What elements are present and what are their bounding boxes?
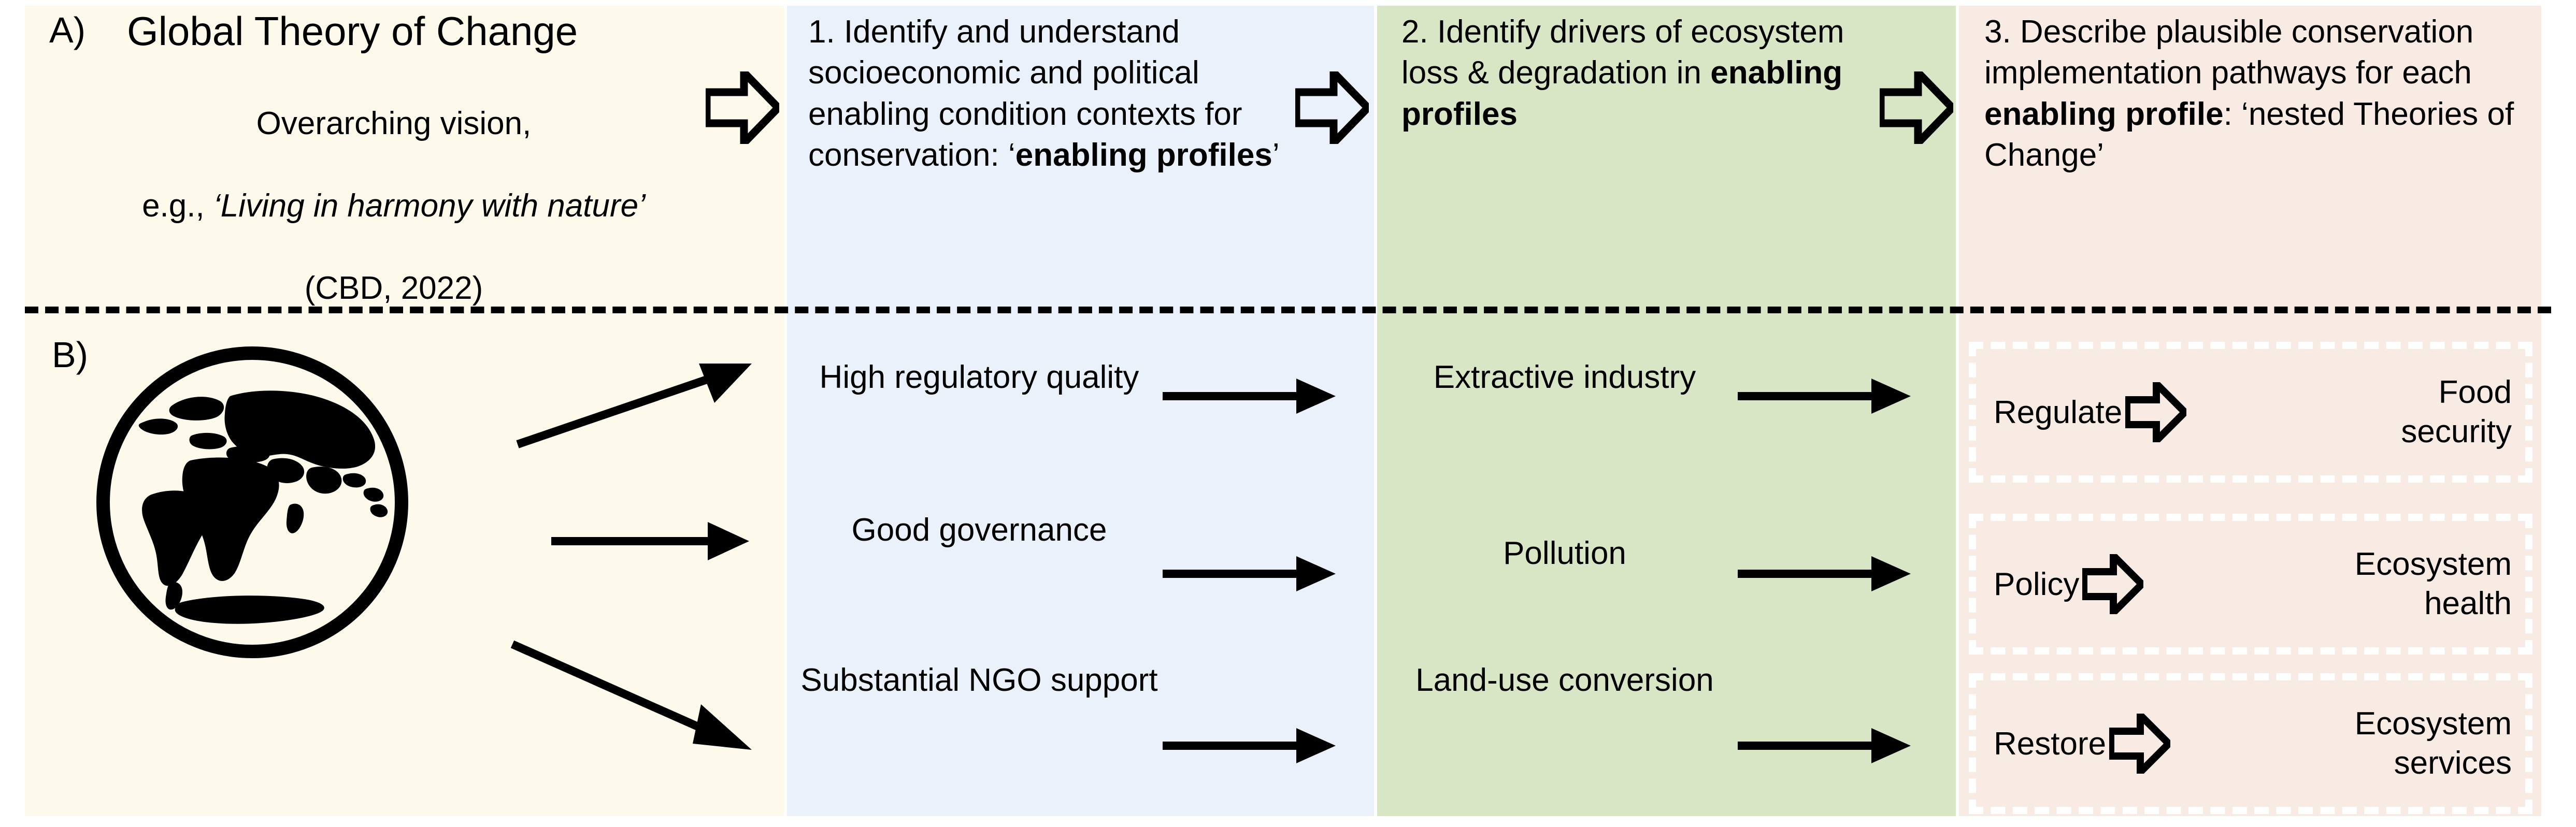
pathway-outcome: Ecosystem services [2354, 706, 2512, 781]
solid-right-arrow-icon [1161, 725, 1337, 766]
solid-right-arrow-icon [549, 518, 751, 564]
dashed-row-divider [25, 307, 2551, 313]
hollow-right-arrow-icon [2125, 382, 2187, 442]
pathway-outcome: Food security [2401, 374, 2512, 449]
hollow-right-arrow-icon [2082, 554, 2144, 614]
column-header-1: 1. Identify and understand socioeconomic… [808, 11, 1326, 176]
column-band-step-3 [1959, 6, 2541, 816]
pathway-action: Policy [1994, 566, 2080, 602]
enabling-profile-item: Substantial NGO support [800, 662, 1158, 698]
solid-right-arrow-icon [510, 637, 754, 756]
column-band-step-2 [1377, 6, 1956, 816]
column-header-1-bold-term: enabling profiles [1015, 137, 1272, 173]
hollow-right-arrow-icon [2109, 714, 2171, 774]
panel-a-subtitle-quote: ‘Living in harmony with nature’ [213, 188, 646, 224]
panel-a-title: Global Theory of Change [127, 8, 578, 54]
panel-a-label: A) [49, 10, 85, 50]
column-header-3-bold-term: enabling profile [1984, 96, 2224, 132]
column-header-1-text-after: ’ [1272, 137, 1280, 173]
panel-b-label: B) [52, 335, 88, 375]
pathway-box: Regulate Food security [1969, 342, 2532, 483]
hollow-right-arrow-icon [1295, 71, 1369, 144]
driver-item: Pollution [1503, 535, 1626, 571]
enabling-profile-item: Good governance [851, 512, 1107, 548]
enabling-profile-item: High regulatory quality [819, 359, 1139, 395]
solid-right-arrow-icon [1736, 553, 1912, 594]
panel-a-subtitle-citation: (CBD, 2022) [304, 270, 483, 306]
solid-right-arrow-icon [1736, 375, 1912, 417]
hollow-right-arrow-icon [706, 71, 779, 144]
column-header-2: 2. Identify drivers of ecosystem loss & … [1401, 11, 1857, 135]
globe-icon [94, 344, 410, 660]
panel-a-subtitle: Overarching vision, e.g., ‘Living in har… [47, 62, 741, 309]
column-header-3-text: 3. Describe plausible conservation imple… [1984, 14, 2474, 91]
column-header-1-text: 1. Identify and understand socioeconomic… [808, 14, 1242, 173]
pathway-box: Policy Ecosystem health [1969, 514, 2532, 655]
driver-item: Extractive industry [1433, 359, 1696, 395]
column-header-3-text-after: : ‘nested Theories of Change’ [1984, 96, 2514, 173]
panel-a-subtitle-prefix: e.g., [142, 188, 213, 224]
pathway-box: Restore Ecosystem services [1969, 673, 2532, 814]
column-band-step-1 [787, 6, 1374, 816]
driver-item: Land-use conversion [1415, 662, 1714, 698]
pathway-outcome: Ecosystem health [2354, 546, 2512, 621]
panel-a-subtitle-line1: Overarching vision, [256, 106, 532, 142]
column-header-2-text: 2. Identify drivers of ecosystem loss & … [1401, 14, 1844, 91]
column-header-3: 3. Describe plausible conservation imple… [1984, 11, 2518, 176]
solid-right-arrow-icon [1736, 725, 1912, 766]
hollow-right-arrow-icon [1880, 71, 1953, 144]
column-header-2-bold-term: enabling profiles [1401, 55, 1843, 132]
solid-right-arrow-icon [1161, 553, 1337, 594]
column-band-overarching [25, 6, 784, 816]
pathway-action: Regulate [1994, 394, 2123, 430]
solid-right-arrow-icon [1161, 375, 1337, 417]
solid-right-arrow-icon [516, 357, 754, 451]
pathway-action: Restore [1994, 726, 2107, 762]
